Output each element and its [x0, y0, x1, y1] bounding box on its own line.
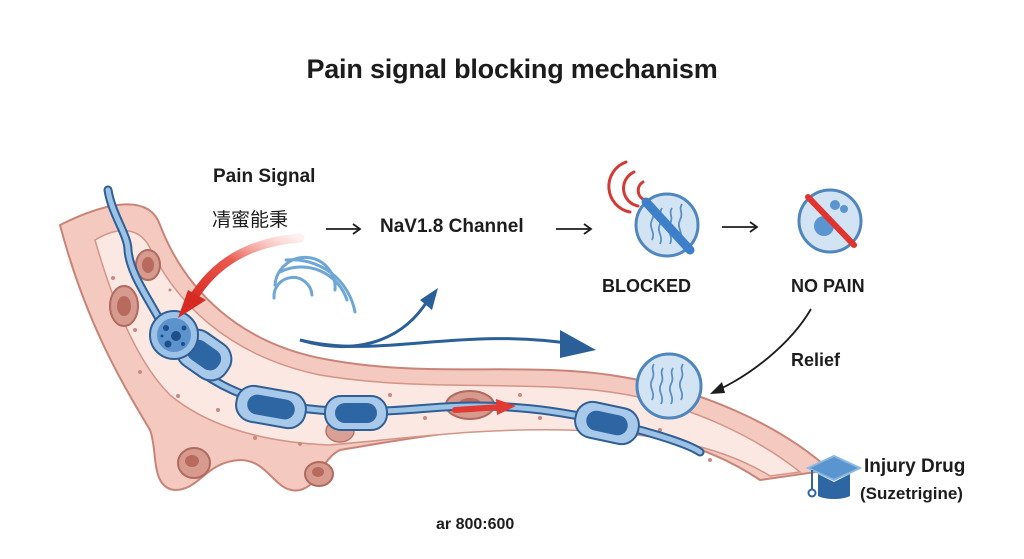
signal-waves-icon	[272, 255, 357, 314]
aspect-ratio-text: ar 800:600	[436, 516, 515, 533]
pain-signal-arrow	[178, 233, 305, 318]
drug-generic-name: (Suzetrigine)	[860, 484, 963, 503]
nav18-channel-cell	[149, 310, 199, 360]
arrow-right-icon	[722, 221, 759, 233]
relief-arrow	[710, 308, 812, 394]
flow-arrows	[299, 288, 596, 358]
myelin-segment	[574, 400, 640, 446]
relief-label: Relief	[791, 350, 841, 370]
channel-label: NaV1.8 Channel	[380, 216, 524, 237]
pain-signal-sublabel: 凊蜜能秉	[212, 209, 289, 231]
arrow-right-icon	[326, 223, 362, 235]
tissue-cells	[109, 249, 495, 487]
drug-name: Injury Drug	[864, 456, 966, 477]
myelin-segment	[235, 384, 307, 430]
relief-nerve-icon	[635, 352, 703, 420]
no-pain-icon	[797, 188, 863, 254]
flow-arrow-up	[299, 299, 430, 348]
graduation-cap-icon	[805, 454, 863, 499]
arrow-right-icon	[556, 223, 593, 235]
flow-arrow-right	[299, 337, 581, 348]
no-pain-label: NO PAIN	[791, 276, 865, 296]
myelin-segment	[324, 395, 388, 431]
axon	[103, 185, 705, 457]
blocked-nerve-icon	[607, 160, 700, 258]
sequence-arrows	[326, 221, 759, 235]
pain-signal-label: Pain Signal	[213, 166, 316, 187]
blocked-label: BLOCKED	[602, 276, 691, 296]
signal-propagation-arrow	[452, 399, 516, 415]
diagram-title: Pain signal blocking mechanism	[306, 54, 718, 84]
